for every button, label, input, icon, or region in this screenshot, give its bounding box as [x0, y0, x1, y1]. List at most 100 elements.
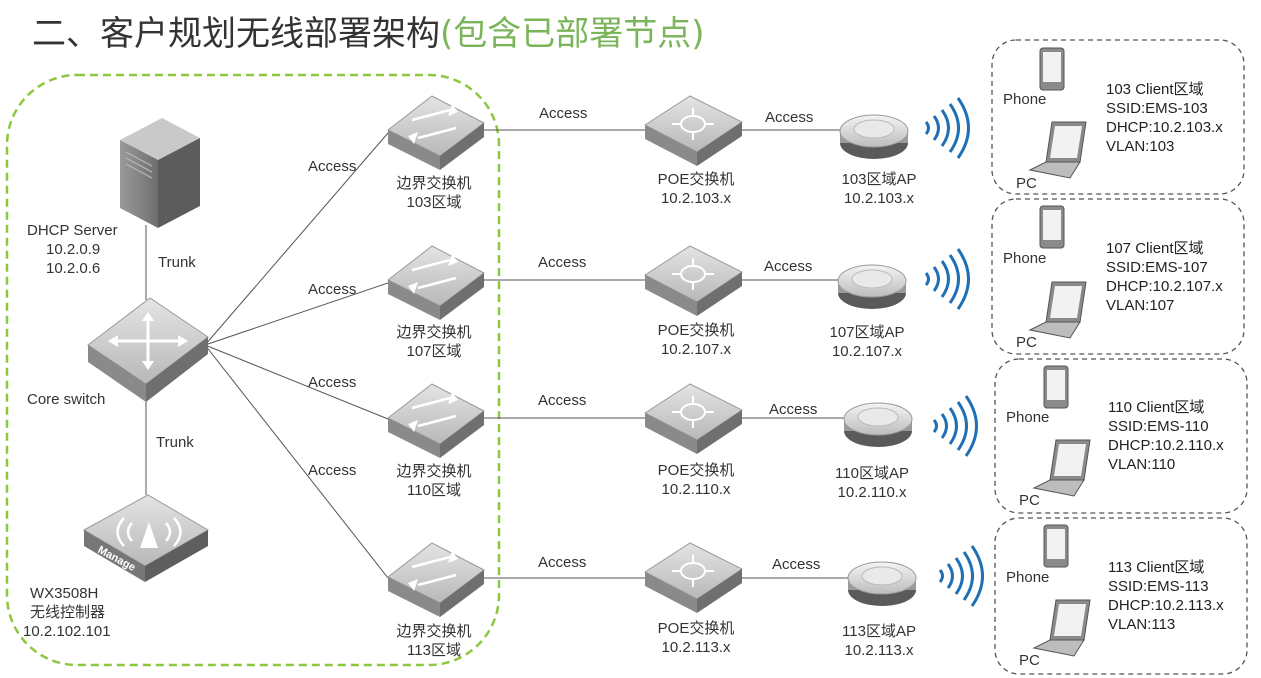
- client-vlan: VLAN:110: [1108, 456, 1176, 473]
- client-dhcp: DHCP:10.2.113.x: [1108, 597, 1224, 614]
- ap-name: 103区域AP: [841, 171, 917, 188]
- link-core-edge-107: [204, 282, 389, 346]
- client-ssid: SSID:EMS-110: [1108, 418, 1209, 435]
- client-dhcp: DHCP:10.2.107.x: [1106, 278, 1223, 295]
- title-main: 二、客户规划无线部署架构: [32, 14, 440, 54]
- trunk-label-top: Trunk: [158, 254, 196, 271]
- client-pc-label: PC: [1019, 652, 1040, 669]
- ap-link-label-103: Access: [765, 109, 814, 126]
- uplink-label-113: Access: [308, 462, 357, 479]
- access-point-icon: [843, 402, 913, 447]
- access-point-icon: [847, 561, 917, 606]
- poe-switch-name: POE交换机: [657, 322, 735, 339]
- uplink-label-110: Access: [308, 374, 357, 391]
- edge-switch-icon: [387, 95, 485, 170]
- poe-switch-icon: [644, 245, 743, 316]
- client-phone-label: Phone: [1003, 250, 1047, 267]
- client-dhcp: DHCP:10.2.110.x: [1108, 437, 1224, 454]
- phone-icon: [1043, 365, 1069, 409]
- phone-icon: [1039, 47, 1065, 91]
- wifi-signal-icon: [924, 248, 970, 310]
- poe-switch-ip: 10.2.103.x: [660, 190, 732, 207]
- client-ssid: SSID:EMS-113: [1108, 578, 1209, 595]
- uplink-label-103: Access: [308, 158, 357, 175]
- ap-link-label-110: Access: [769, 401, 818, 418]
- client-pc-label: PC: [1016, 334, 1037, 351]
- client-zone-box: [991, 39, 1245, 195]
- client-zone-name: 103 Client区域: [1106, 81, 1204, 98]
- poe-switch-icon: [644, 383, 743, 454]
- access-point-icon: [837, 264, 907, 309]
- edge-switch-name: 边界交换机: [396, 623, 472, 640]
- edge-switch-zone: 113区域: [407, 642, 461, 659]
- client-zone-name: 113 Client区域: [1108, 559, 1205, 576]
- laptop-icon: [1028, 121, 1087, 179]
- poe-switch-ip: 10.2.113.x: [661, 639, 731, 656]
- access-point-icon: [839, 114, 909, 159]
- page-title: 二、客户规划无线部署架构(包含已部署节点): [32, 10, 705, 58]
- poe-switch-name: POE交换机: [657, 171, 735, 188]
- client-zone-box: [991, 198, 1245, 355]
- dhcp-server-icon: [120, 118, 200, 228]
- ap-ip: 10.2.113.x: [844, 642, 914, 659]
- edge-switch-icon: [387, 383, 485, 458]
- controller-ip: 10.2.102.101: [23, 623, 111, 640]
- link-core-edge-113: [204, 344, 389, 579]
- wifi-signal-icon: [924, 97, 970, 159]
- ap-ip: 10.2.103.x: [843, 190, 915, 207]
- poe-switch-ip: 10.2.110.x: [661, 481, 731, 498]
- wifi-signal-icon: [932, 395, 978, 457]
- client-dhcp: DHCP:10.2.103.x: [1106, 119, 1223, 136]
- core-zone-border: [5, 73, 501, 667]
- client-zone-name: 107 Client区域: [1106, 240, 1204, 257]
- client-vlan: VLAN:107: [1106, 297, 1175, 314]
- poe-switch-name: POE交换机: [657, 620, 735, 637]
- ap-link-label-107: Access: [764, 258, 813, 275]
- phone-icon: [1043, 524, 1069, 568]
- client-vlan: VLAN:113: [1108, 616, 1176, 633]
- client-phone-label: Phone: [1006, 569, 1050, 586]
- client-pc-label: PC: [1016, 175, 1037, 192]
- client-zone-box: [994, 517, 1248, 675]
- client-ssid: SSID:EMS-103: [1106, 100, 1208, 117]
- core-switch-icon: [87, 297, 209, 402]
- ap-ip: 10.2.110.x: [837, 484, 907, 501]
- edge-switch-icon: [387, 245, 485, 320]
- dhcp-server-ip-2: 10.2.0.6: [46, 260, 101, 277]
- controller-desc: 无线控制器: [30, 604, 106, 621]
- edge-switch-name: 边界交换机: [396, 463, 472, 480]
- wifi-signal-icon: [938, 545, 984, 607]
- edge-switch-icon: [387, 542, 485, 617]
- edge-switch-zone: 110区域: [407, 482, 461, 499]
- dhcp-server-name: DHCP Server: [27, 222, 118, 239]
- poe-switch-icon: [644, 542, 743, 613]
- core-switch-label: Core switch: [27, 391, 106, 408]
- link-core-edge-103: [204, 132, 389, 346]
- client-phone-label: Phone: [1003, 91, 1047, 108]
- uplink-label-107: Access: [308, 281, 357, 298]
- edge-switch-name: 边界交换机: [396, 324, 472, 341]
- client-pc-label: PC: [1019, 492, 1040, 509]
- ap-name: 110区域AP: [835, 465, 909, 482]
- poe-switch-name: POE交换机: [657, 462, 735, 479]
- edge-switch-zone: 103区域: [406, 194, 462, 211]
- edge-switch-name: 边界交换机: [396, 175, 472, 192]
- controller-name: WX3508H: [30, 585, 99, 602]
- client-vlan: VLAN:103: [1106, 138, 1175, 155]
- client-ssid: SSID:EMS-107: [1106, 259, 1208, 276]
- poe-switch-ip: 10.2.107.x: [660, 341, 732, 358]
- client-zone-box: [994, 358, 1248, 514]
- laptop-icon: [1032, 599, 1091, 657]
- ap-link-label-113: Access: [772, 556, 821, 573]
- wireless-controller-icon: Manage: [82, 494, 209, 582]
- sw-link-label-107: Access: [538, 254, 587, 271]
- phone-icon: [1039, 205, 1065, 249]
- sw-link-label-110: Access: [538, 392, 587, 409]
- dhcp-server-ip-1: 10.2.0.9: [46, 241, 101, 258]
- client-zone-name: 110 Client区域: [1108, 399, 1205, 416]
- trunk-label-bottom: Trunk: [156, 434, 194, 451]
- ap-name: 113区域AP: [842, 623, 916, 640]
- sw-link-label-113: Access: [538, 554, 587, 571]
- laptop-icon: [1032, 439, 1091, 497]
- ap-name: 107区域AP: [829, 324, 905, 341]
